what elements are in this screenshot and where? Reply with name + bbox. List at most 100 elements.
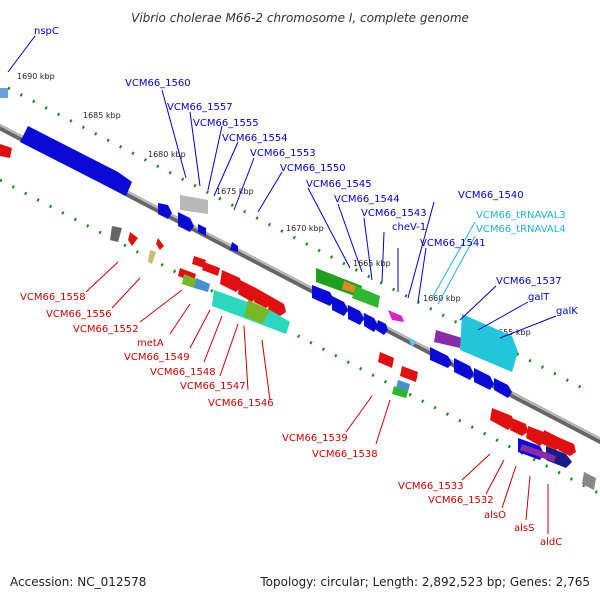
gene-feature — [392, 386, 408, 398]
gene-feature — [364, 313, 378, 332]
gene-feature — [510, 418, 528, 436]
gene-label: VCM66_1549 — [124, 352, 190, 363]
gene-label: VCM66_1557 — [167, 102, 233, 113]
gene-feature — [148, 250, 156, 264]
gene-label: VCM66_1538 — [312, 449, 378, 460]
gene-feature — [180, 195, 208, 214]
gene-feature — [474, 368, 494, 390]
gene-feature — [408, 337, 416, 347]
gene-label: VCM66_1556 — [46, 309, 112, 320]
reverse-label-leaders — [85, 261, 549, 534]
gene-label: galK — [556, 306, 578, 317]
tick-label: 1665 kbp — [353, 259, 391, 268]
gene-feature — [198, 224, 206, 236]
gene-feature — [182, 274, 196, 288]
gene-label: VCM66_1560 — [125, 78, 191, 89]
gene-label: galT — [528, 292, 550, 303]
gene-feature — [244, 300, 270, 324]
trna-label: VCM66_tRNAVAL4 — [476, 224, 566, 235]
gene-feature — [0, 88, 8, 98]
trna-labels: VCM66_tRNAVAL3 VCM66_tRNAVAL4 — [476, 210, 566, 235]
gene-feature — [230, 242, 238, 252]
gene-label: VCM66_1555 — [193, 118, 259, 129]
gene-feature — [128, 232, 138, 246]
tick-labels: 1690 kbp 1685 kbp 1680 kbp 1675 kbp 1670… — [17, 72, 531, 337]
gene-label: VCM66_1546 — [208, 398, 274, 409]
accession-text: Accession: NC_012578 — [10, 575, 146, 589]
gene-label: VCM66_1548 — [150, 367, 216, 378]
trna-label: VCM66_tRNAVAL3 — [476, 210, 566, 221]
gene-feature — [558, 438, 576, 456]
gene-feature — [178, 212, 194, 232]
forward-gene-labels: nspC VCM66_1560 VCM66_1557 VCM66_1555 VC… — [34, 26, 578, 317]
gene-feature — [0, 144, 12, 158]
gene-label: VCM66_1550 — [280, 163, 346, 174]
gene-feature — [388, 310, 404, 322]
gene-label: alsS — [514, 523, 534, 534]
gene-feature — [352, 286, 380, 308]
gene-feature — [332, 296, 348, 316]
forward-strand-genes — [0, 88, 596, 490]
gene-feature — [158, 203, 172, 219]
tick-label: 1670 kbp — [286, 224, 324, 233]
gene-feature — [460, 314, 518, 372]
scale-track-inner — [0, 178, 600, 496]
gene-feature — [156, 238, 164, 250]
gene-label: VCM66_1553 — [250, 148, 316, 159]
gene-label: VCM66_1541 — [420, 238, 486, 249]
gene-label: VCM66_1539 — [282, 433, 348, 444]
gene-feature — [400, 366, 418, 382]
gene-feature — [238, 280, 258, 302]
gene-feature — [494, 378, 512, 398]
gene-label: VCM66_1545 — [306, 179, 372, 190]
tick-label: 1675 kbp — [216, 187, 254, 196]
gene-feature — [546, 446, 572, 468]
gene-feature — [268, 296, 286, 316]
forward-label-leaders — [7, 35, 557, 339]
gene-label: VCM66_1554 — [222, 133, 288, 144]
gene-feature — [542, 430, 562, 450]
gene-label: VCM66_1547 — [180, 381, 246, 392]
gene-feature — [454, 358, 474, 380]
reverse-strand-genes — [0, 144, 576, 456]
tick-label: 1660 kbp — [423, 294, 461, 303]
gene-label: cheV-1 — [392, 222, 426, 233]
gene-label: VCM66_1558 — [20, 292, 86, 303]
reverse-gene-labels: VCM66_1558 VCM66_1556 VCM66_1552 metA VC… — [20, 292, 562, 548]
gene-label: VCM66_1532 — [428, 495, 494, 506]
gene-feature — [20, 126, 132, 196]
gene-label: VCM66_1543 — [361, 208, 427, 219]
gene-label-nspC: nspC — [34, 26, 59, 37]
gene-feature — [110, 226, 122, 242]
gene-feature — [520, 444, 556, 462]
gene-label: aldC — [540, 537, 562, 548]
gene-feature — [220, 270, 242, 292]
gene-label: metA — [137, 338, 164, 349]
gene-feature — [376, 320, 388, 335]
gene-label: VCM66_1540 — [458, 190, 524, 201]
gene-feature — [490, 408, 514, 430]
tick-label: 1685 kbp — [83, 111, 121, 120]
gene-feature — [254, 288, 272, 308]
topology-text: Topology: circular; Length: 2,892,523 bp… — [259, 575, 590, 589]
gene-feature — [434, 330, 462, 348]
tick-label: 1655 kbp — [493, 328, 531, 337]
gene-feature — [192, 256, 206, 268]
gene-feature — [430, 347, 452, 368]
gene-label: VCM66_1537 — [496, 276, 562, 287]
gene-feature — [202, 262, 220, 276]
gene-feature — [348, 305, 364, 325]
gene-feature — [194, 278, 210, 292]
gene-label: VCM66_1552 — [73, 324, 139, 335]
gene-label: VCM66_1544 — [334, 194, 400, 205]
map-title: Vibrio cholerae M66-2 chromosome I, comp… — [131, 11, 469, 25]
gene-feature — [312, 285, 334, 306]
tick-label: 1690 kbp — [17, 72, 55, 81]
tick-label: 1680 kbp — [148, 150, 186, 159]
trna-label-leaders — [431, 221, 476, 305]
gene-feature — [378, 352, 394, 368]
gene-label: alsO — [484, 510, 506, 521]
gene-feature — [582, 472, 596, 490]
